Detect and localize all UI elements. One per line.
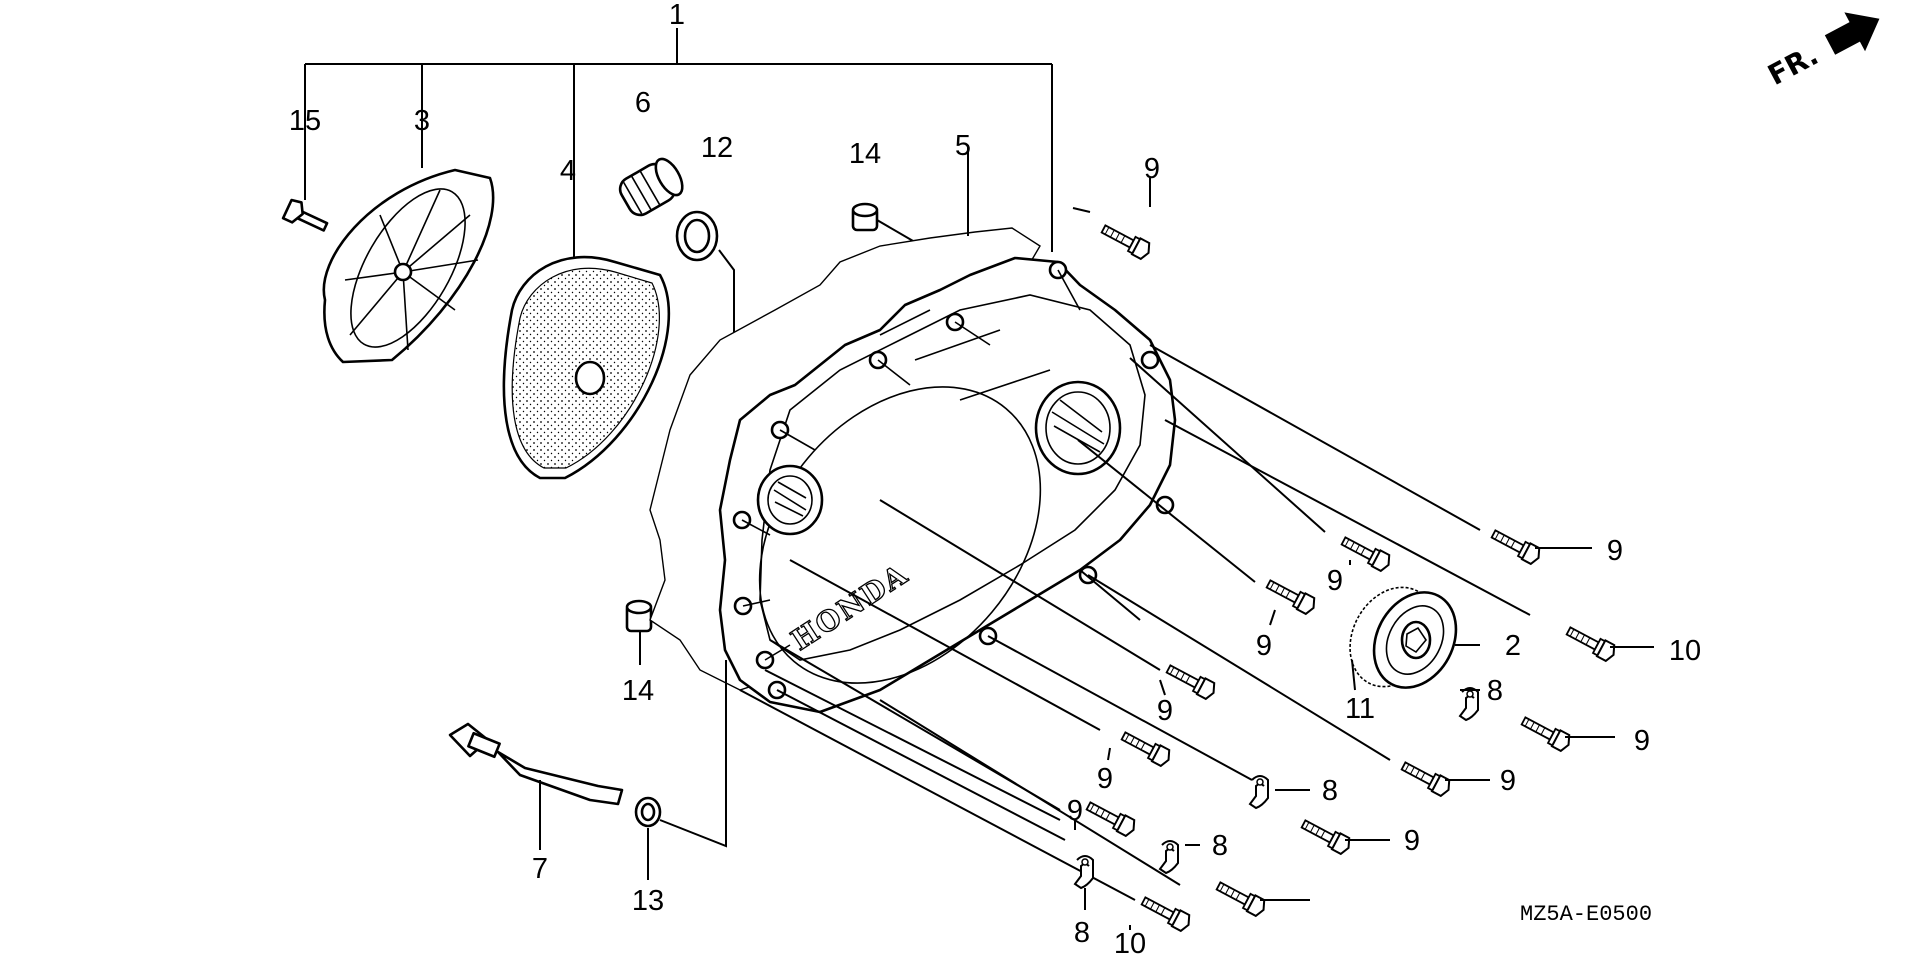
callout-9-h: 9 <box>1404 825 1420 857</box>
callout-9-e: 9 <box>1634 725 1650 757</box>
callout-8-a: 8 <box>1487 675 1503 707</box>
callout-6: 6 <box>635 87 651 119</box>
dowel-pin-lower-icon <box>625 599 653 633</box>
callout-9-i: 9 <box>1067 795 1083 827</box>
callout-1: 1 <box>669 0 685 31</box>
filter-element-icon <box>502 255 671 480</box>
crankcase-cover-icon: HONDA <box>718 256 1177 714</box>
callout-9-d: 9 <box>1157 695 1173 727</box>
callout-13: 13 <box>632 885 664 917</box>
dowel-pin-upper-icon <box>851 202 921 246</box>
callout-11: 11 <box>1345 693 1375 725</box>
callout-12: 12 <box>701 132 733 164</box>
callout-4: 4 <box>560 155 576 187</box>
o-ring-12-icon <box>675 210 735 440</box>
filler-cap-icon <box>618 157 684 217</box>
callout-10-right: 10 <box>1669 635 1701 667</box>
callout-9-a: 9 <box>1607 535 1623 567</box>
callout-14-top: 14 <box>849 138 881 170</box>
callout-14-bottom: 14 <box>622 675 654 707</box>
callout-8-c: 8 <box>1212 830 1228 862</box>
o-ring-13-icon <box>634 660 727 880</box>
fan-plate-icon <box>322 168 495 364</box>
callout-10-bottom: 10 <box>1114 928 1146 958</box>
front-direction-label: FR. <box>1762 38 1823 91</box>
callout-15: 15 <box>289 105 321 137</box>
callout-leaders <box>639 178 1654 930</box>
bolt-15-icon <box>281 198 329 232</box>
callout-9-f: 9 <box>1500 765 1516 797</box>
callout-5: 5 <box>955 130 971 162</box>
callout-9-g: 9 <box>1097 763 1113 795</box>
callout-7: 7 <box>532 853 548 885</box>
dipstick-icon <box>448 722 624 850</box>
diagram-reference-code: MZ5A-E0500 <box>1520 902 1652 927</box>
bracket-assembly-1 <box>304 28 1053 278</box>
callout-labels: 1 15 3 4 6 12 14 5 9 9 9 10 9 2 11 8 9 9… <box>289 0 1701 958</box>
callout-8-b: 8 <box>1322 775 1338 807</box>
callout-9-top: 9 <box>1144 153 1160 185</box>
callout-9-b: 9 <box>1327 565 1343 597</box>
bolt-top-right-icon <box>1072 207 1154 262</box>
hole-cap-icon <box>1349 586 1480 691</box>
callout-8-d: 8 <box>1074 917 1090 949</box>
callout-3: 3 <box>414 105 430 137</box>
callout-9-c: 9 <box>1256 630 1272 662</box>
front-direction-arrow-icon: FR. <box>1762 12 1880 92</box>
bolt-leaders <box>739 344 1531 901</box>
callout-2: 2 <box>1505 630 1521 662</box>
